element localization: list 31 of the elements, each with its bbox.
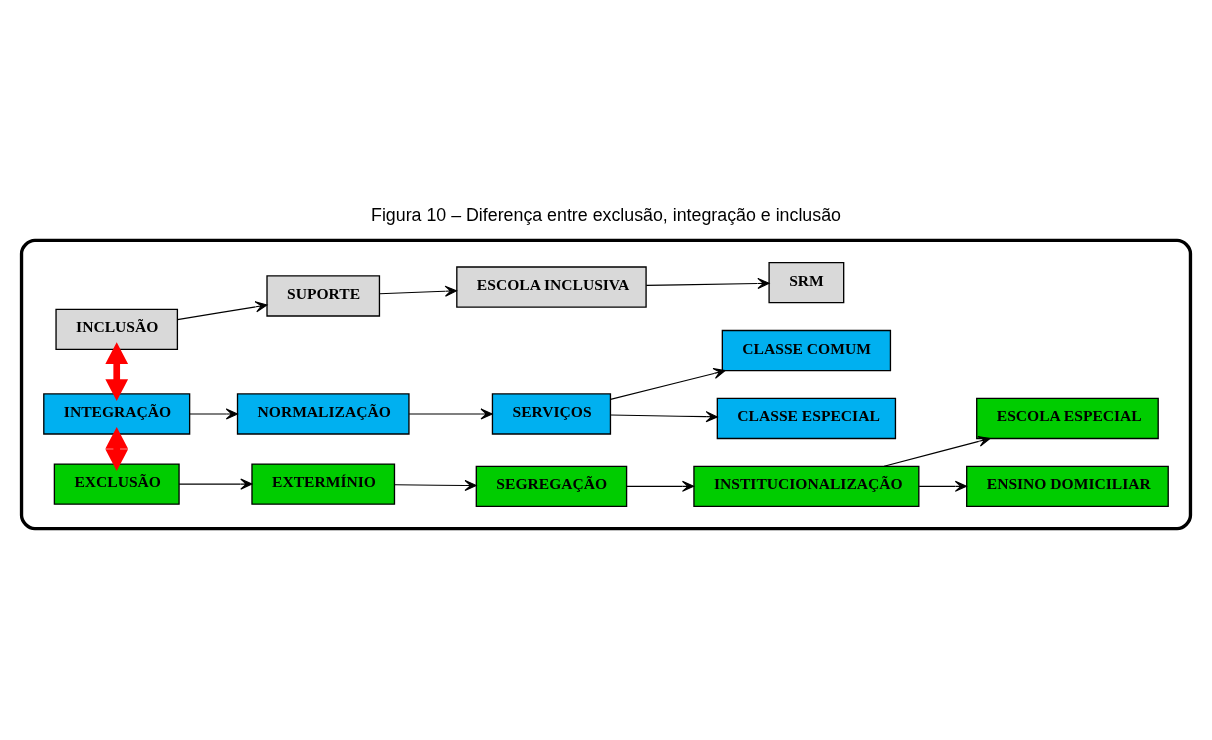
arrow xyxy=(105,427,129,472)
node-box: SUPORTE xyxy=(266,275,381,317)
node-box: CLASSE ESPECIAL xyxy=(716,397,897,440)
arrow xyxy=(626,480,695,492)
arrow xyxy=(610,367,726,400)
arrow xyxy=(645,277,770,289)
node-box: ESCOLA INCLUSIVA xyxy=(456,266,647,308)
node-box: CLASSE COMUM xyxy=(721,329,892,372)
node-box: NORMALIZAÇÃO xyxy=(236,393,410,435)
diagram-title: Figura 10 – Diferença entre exclusão, integração e inclusão xyxy=(371,205,841,226)
node-box: SEGREGAÇÃO xyxy=(475,465,628,508)
arrow xyxy=(189,408,238,420)
node-box: ESCOLA ESPECIAL xyxy=(976,397,1159,440)
arrow xyxy=(379,285,457,297)
arrow xyxy=(178,478,253,490)
arrow xyxy=(408,408,493,420)
node-box: INCLUSÃO xyxy=(55,308,179,351)
arrow xyxy=(610,411,718,423)
node-box: EXCLUSÃO xyxy=(53,463,180,505)
node-box: ENSINO DOMICILIAR xyxy=(966,465,1169,508)
arrow xyxy=(176,301,268,321)
arrow xyxy=(883,435,991,467)
node-box: SRM xyxy=(768,261,845,304)
cluster xyxy=(19,238,1193,531)
arrow xyxy=(918,480,968,492)
arrow xyxy=(105,342,129,401)
node-box: INSTITUCIONALIZAÇÃO xyxy=(693,465,920,508)
node-box: EXTERMÍNIO xyxy=(251,463,396,505)
arrow xyxy=(394,479,477,492)
node-box: INTEGRAÇÃO xyxy=(43,393,191,435)
node-box: SERVIÇOS xyxy=(491,393,612,435)
